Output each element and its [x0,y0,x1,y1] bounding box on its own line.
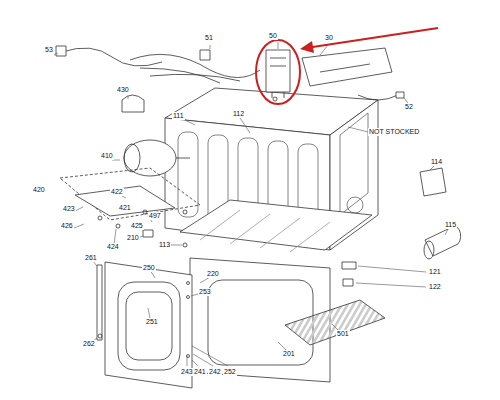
callout-number: 113 [158,241,171,249]
callout-number: 52 [404,103,414,111]
motor-410 [124,140,176,176]
callout-number: 51 [204,34,214,42]
rack-501 [285,300,385,345]
part-122 [343,279,353,286]
highlight-arrow [306,28,438,48]
base-pan [180,200,372,250]
part-121 [342,262,356,269]
callout-number: 220 [206,270,220,278]
callout-number: 201 [282,350,296,358]
callout-number: 53 [44,46,54,54]
callout-number: 50 [268,32,278,40]
wire-harness [130,54,260,83]
callout-number: 423 [62,205,76,213]
callout-number: 115 [444,221,457,229]
callout-number: 241 [193,368,207,376]
highlight-arrowhead [300,41,314,53]
callout-number: 253 [198,288,212,296]
wire-53 [62,48,162,66]
callout-number: 243 [180,368,194,376]
part-114 [420,168,446,196]
callout-number: 425 [130,222,144,230]
callout-number: 410 [100,152,114,160]
callout-number: 114 [430,158,443,166]
part-30 [302,48,392,86]
assembly-420 [60,168,200,220]
callout-number: 420 [32,186,46,194]
callout-number: 261 [84,254,98,262]
callout-number: 424 [106,243,120,251]
callout-number: 112 [232,110,245,118]
part-430 [122,95,144,112]
callout-number: 122 [428,283,442,291]
part-51 [200,50,210,60]
callout-number: 252 [223,368,237,376]
callout-number: 210 [126,234,140,242]
callout-number: 421 [118,204,132,212]
callout-number: 251 [145,318,159,326]
callout-number: 30 [324,34,334,42]
note-label: NOT STOCKED [368,128,420,136]
part-210 [143,230,153,237]
wire-52 [358,95,398,100]
part-50 [266,50,290,92]
door-250 [105,262,192,388]
callout-number: 430 [116,86,130,94]
callout-number: 501 [336,330,350,338]
callout-number: 250 [142,264,156,272]
callout-number: 242 [208,368,222,376]
callout-number: 497 [148,212,162,220]
highlight-circle [256,40,300,104]
callout-number: 422 [110,188,124,196]
callout-number: 121 [428,268,442,276]
callout-number: 111 [172,112,185,120]
callout-number: 426 [60,222,74,230]
callout-number: 262 [82,340,96,348]
hinge-261 [97,265,102,340]
